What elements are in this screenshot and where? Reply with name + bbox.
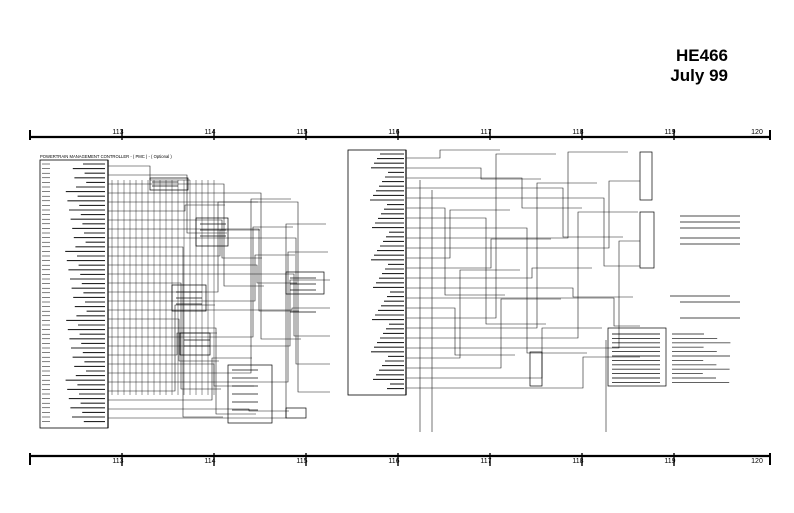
connector-labels (152, 181, 316, 411)
wire (406, 153, 556, 319)
bottom-ruler-label: 115 (296, 458, 307, 465)
pmc-pin-rows (42, 163, 105, 423)
top-ruler-label: 116 (388, 129, 399, 136)
wire (108, 332, 217, 356)
wire (406, 217, 546, 325)
wire (108, 304, 215, 392)
top-ruler-label: 117 (480, 129, 491, 136)
wire (108, 183, 264, 287)
wire (406, 269, 520, 359)
wire (108, 408, 289, 412)
wire (406, 227, 587, 354)
bottom-ruler: 113 114 115 116 117 118 119 120 (29, 453, 771, 466)
right-wire-harness (406, 149, 640, 432)
wire (108, 219, 262, 259)
bottom-ruler-label: 114 (204, 458, 215, 465)
connector-119 (529, 151, 667, 387)
wire (406, 167, 541, 180)
wire (108, 254, 295, 302)
wire (108, 282, 221, 390)
wire (406, 211, 638, 339)
wire (406, 356, 640, 389)
wire (108, 226, 293, 338)
wire (108, 223, 326, 419)
wire (406, 238, 551, 269)
bottom-ruler-label: 116 (388, 458, 399, 465)
wire (108, 251, 328, 383)
bottom-ruler-label: 113 (112, 458, 123, 465)
wire (406, 307, 515, 356)
bottom-ruler-label: 117 (480, 458, 491, 465)
wire (108, 318, 219, 362)
wire (406, 187, 623, 238)
wire (406, 287, 633, 298)
wire (406, 149, 500, 159)
wire (108, 273, 330, 337)
wire (108, 246, 223, 418)
wire (406, 207, 505, 296)
bottom-ruler-label: 118 (572, 458, 583, 465)
top-ruler-label: 119 (664, 129, 675, 136)
connector-c1 (149, 177, 325, 424)
top-ruler-label: 120 (751, 129, 763, 136)
wire (406, 240, 640, 349)
wire (108, 204, 225, 212)
pmc-connector (39, 159, 109, 429)
top-ruler-label: 114 (204, 129, 215, 136)
wire (108, 201, 330, 393)
wire (108, 198, 291, 374)
wire (406, 298, 561, 369)
wire (108, 165, 190, 181)
wire (406, 209, 510, 259)
wire (406, 180, 640, 249)
top-ruler: 113 114 115 116 117 118 119 120 (29, 129, 771, 140)
top-ruler-label: 118 (572, 129, 583, 136)
bottom-ruler-label: 119 (664, 458, 675, 465)
wire (108, 174, 227, 234)
module-title: POWERTRAIN MANAGEMENT CONTROLLER - ( PMC… (40, 154, 172, 159)
wire (108, 229, 260, 257)
document-code: HE466 (676, 46, 728, 65)
wire (406, 297, 640, 327)
wire (108, 192, 301, 340)
document-date: July 99 (670, 66, 728, 85)
wire (108, 307, 330, 311)
wire (108, 327, 256, 415)
wire (406, 151, 628, 239)
wire (406, 267, 592, 279)
wire (108, 357, 252, 401)
wire (406, 182, 597, 329)
bottom-ruler-label: 120 (751, 458, 763, 465)
wire (108, 201, 258, 293)
wire (406, 197, 640, 267)
connector-116-pins (370, 153, 404, 390)
top-ruler-label: 115 (296, 129, 307, 136)
pmc-wire-harness (108, 165, 330, 419)
wire (108, 228, 299, 312)
wire (406, 177, 582, 209)
connector-116 (347, 149, 407, 396)
top-ruler-label: 113 (112, 129, 123, 136)
far-right-labels (612, 215, 740, 383)
